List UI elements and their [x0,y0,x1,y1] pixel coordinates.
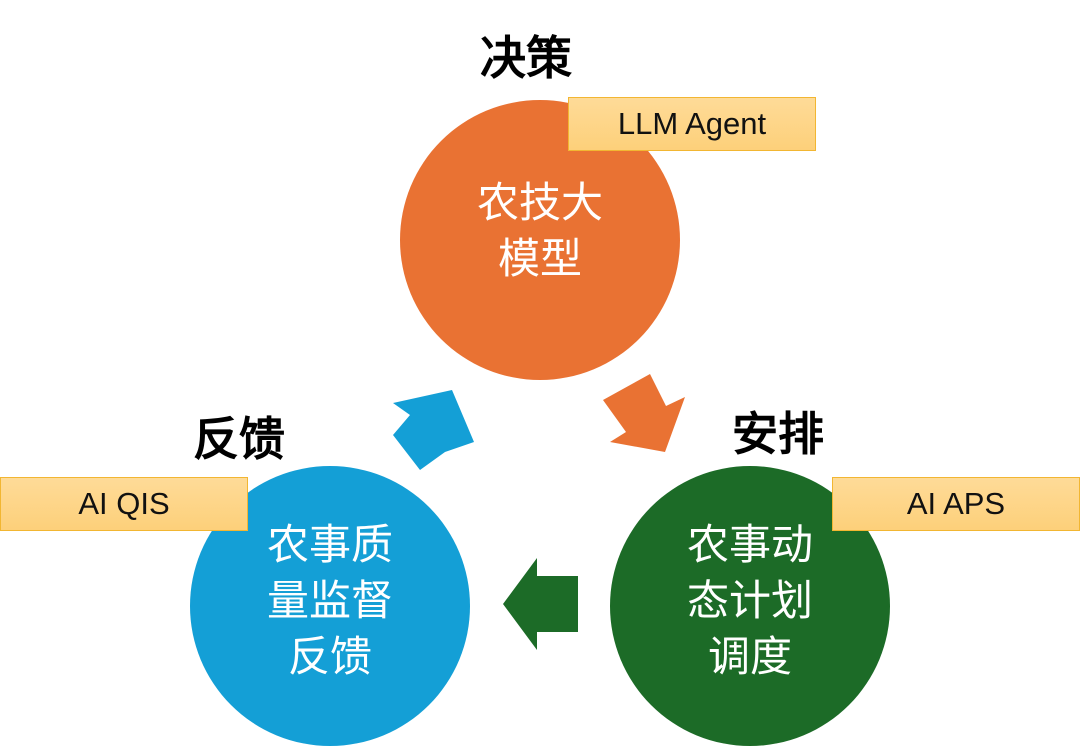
node-schedule: 农事动 态计划 调度 [610,466,890,746]
heading-decision: 决策 [480,31,572,85]
tag-ai-aps: AI APS [832,477,1080,531]
node-schedule-line-1: 农事动 [686,520,813,569]
heading-schedule: 安排 [732,407,824,461]
tag-ai-qis: AI QIS [0,477,248,531]
node-schedule-line-2: 态计划 [686,576,813,625]
tag-llm-agent: LLM Agent [568,97,816,151]
arrow-schedule-to-feedback [503,558,578,650]
node-decision-line-1: 农技大 [476,178,603,227]
arrow-feedback-to-decision [393,390,474,470]
node-feedback-line-1: 农事质 [266,520,393,569]
node-feedback-line-2: 量监督 [266,576,393,625]
node-schedule-line-3: 调度 [707,632,792,681]
arrow-decision-to-schedule [603,374,685,452]
node-feedback-line-3: 反馈 [287,632,372,681]
heading-feedback: 反馈 [193,412,285,466]
node-decision-line-2: 模型 [497,234,582,283]
